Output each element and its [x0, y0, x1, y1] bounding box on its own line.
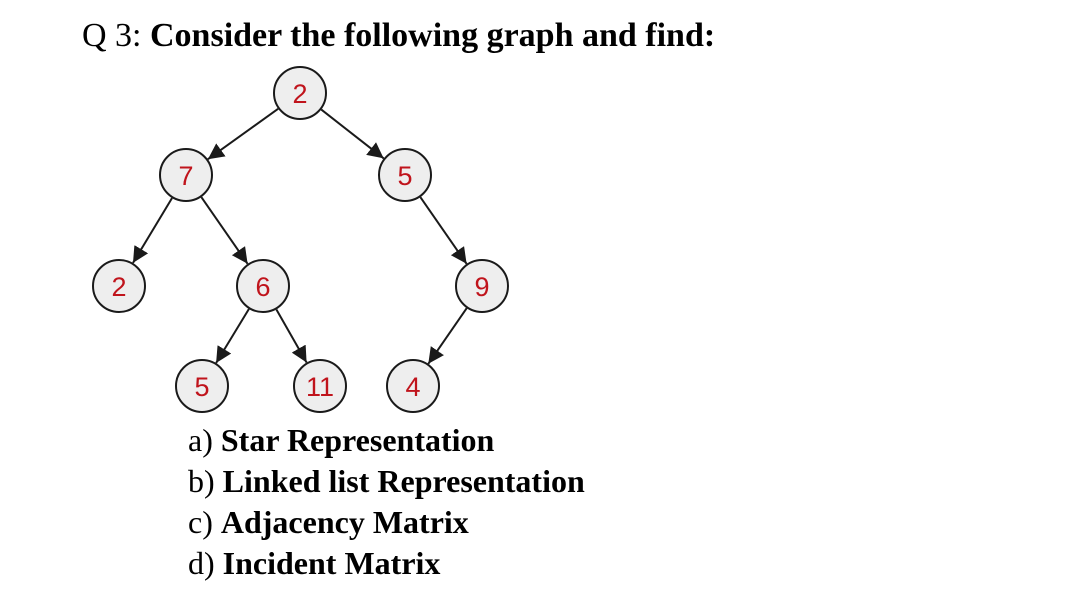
task-text: Adjacency Matrix [220, 504, 469, 540]
task-letter: a) [188, 422, 213, 458]
graph-node-1: 7 [159, 148, 213, 202]
task-item-adjacency-matrix: c) Adjacency Matrix [188, 502, 585, 543]
graph-node-3: 2 [92, 259, 146, 313]
graph-node-2: 5 [378, 148, 432, 202]
graph-node-8: 4 [386, 359, 440, 413]
node-label: 4 [405, 372, 420, 402]
node-label: 2 [111, 272, 126, 302]
edge-arrow-6 [275, 309, 308, 363]
edge-arrow-0 [207, 107, 279, 161]
task-letter: d) [188, 545, 215, 581]
node-circle [455, 259, 509, 313]
question-number: Q 3: [82, 17, 142, 54]
graph-node-6: 5 [175, 359, 229, 413]
node-label: 6 [255, 272, 270, 302]
node-circle [378, 148, 432, 202]
edge-arrow-2 [132, 197, 173, 264]
graph-node-0: 2 [273, 66, 327, 120]
node-label: 5 [194, 372, 209, 402]
task-text: Linked list Representation [222, 463, 585, 499]
edge-arrow-5 [215, 308, 250, 364]
node-label: 5 [397, 161, 412, 191]
graph-node-5: 9 [455, 259, 509, 313]
edge-arrow-7 [427, 307, 468, 365]
node-circle [92, 259, 146, 313]
task-letter: b) [188, 463, 215, 499]
node-label: 7 [178, 161, 193, 191]
node-circle [293, 359, 347, 413]
nodes-layer: 2 7 5 2 6 9 5 11 4 [92, 66, 509, 413]
question-text: Consider the following graph and find: [150, 17, 716, 54]
task-text: Star Representation [220, 422, 495, 458]
task-list: a) Star Representation b) Linked list Re… [188, 420, 585, 584]
edge-arrow-1 [320, 108, 385, 160]
graph-node-4: 6 [236, 259, 290, 313]
edge-arrow-4 [419, 196, 468, 265]
node-label: 11 [306, 372, 334, 402]
edge-arrow-3 [200, 196, 249, 265]
node-circle [386, 359, 440, 413]
task-item-linked-list-representation: b) Linked list Representation [188, 461, 585, 502]
node-circle [236, 259, 290, 313]
task-item-incident-matrix: d) Incident Matrix [188, 543, 585, 584]
graph-node-7: 11 [293, 359, 347, 413]
node-circle [273, 66, 327, 120]
node-circle [159, 148, 213, 202]
edges-layer [132, 107, 468, 365]
node-label: 9 [474, 272, 489, 302]
task-letter: c) [188, 504, 213, 540]
node-label: 2 [292, 79, 307, 109]
task-item-star-representation: a) Star Representation [188, 420, 585, 461]
question-title: Q 3: Consider the following graph and fi… [82, 14, 715, 58]
node-circle [175, 359, 229, 413]
task-text: Incident Matrix [222, 545, 441, 581]
